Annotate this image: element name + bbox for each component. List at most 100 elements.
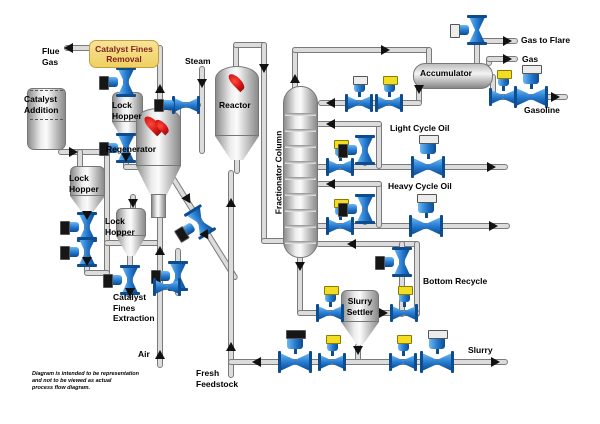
valve-flange [414, 353, 417, 371]
flow-arrow-icon [381, 45, 390, 55]
valve-body [469, 17, 485, 43]
valve-flange [409, 215, 412, 237]
flow-arrow-icon [503, 36, 512, 46]
flow-arrow-icon [121, 153, 131, 162]
valve-feed-1 [273, 330, 317, 388]
valve-stem [328, 302, 332, 307]
valve-flange [415, 304, 418, 322]
valve-flange [197, 96, 200, 114]
label-reactor: Reactor [219, 100, 251, 110]
valve-stem [529, 84, 533, 89]
flow-arrow-icon [226, 198, 236, 207]
valve-actuator-cylinder [106, 143, 118, 153]
label-catalyst-addition: Catalyst Addition [24, 94, 59, 115]
label-gas: Gas [522, 54, 539, 64]
column-overhead-h [292, 47, 432, 53]
valve-flare [450, 4, 499, 56]
valve-actuator-cap [450, 24, 460, 38]
lock-hopper-1-body [112, 92, 143, 122]
valve-actuator-cylinder [353, 83, 365, 92]
valve-actuator-cylinder [497, 77, 509, 86]
valve-flange [178, 278, 181, 296]
flow-arrow-icon [326, 179, 335, 189]
valve-actuator-cap [323, 286, 339, 295]
catalyst-fines-removal-line2: Removal [106, 54, 142, 64]
valve-body [347, 96, 371, 110]
valve-body [328, 160, 352, 174]
valve-body [280, 353, 310, 371]
label-gas-to-flare: Gas to Flare [521, 35, 571, 45]
column-tray [285, 161, 316, 164]
flow-arrow-icon [197, 79, 207, 88]
valve-actuator-cap [325, 335, 341, 344]
valve-actuator-cylinder [420, 142, 436, 154]
valve-flange [116, 133, 136, 136]
valve-actuator-cap [99, 76, 109, 90]
label-air: Air [138, 349, 150, 359]
valve-actuator-cap [396, 335, 412, 344]
valve-reflux-1 [337, 76, 381, 129]
valve-flange [545, 86, 548, 108]
catalyst-fines-removal-line1: Catalyst Fines [95, 44, 153, 54]
valve-settler-inlet [308, 286, 352, 339]
valve-flange [168, 261, 188, 264]
valve-stem [402, 302, 406, 307]
valve-reflux-2 [367, 76, 411, 129]
valve-body [320, 355, 344, 369]
valve-actuator-cap [428, 330, 448, 339]
valve-regen-diag [168, 188, 233, 255]
valve-flange [355, 221, 375, 224]
valve-flange [326, 158, 329, 176]
valve-actuator-cap [286, 330, 306, 339]
valve-steam [154, 79, 208, 131]
valve-actuator-cylinder [397, 342, 409, 351]
valve-stem [501, 86, 505, 91]
valve-body [391, 355, 415, 369]
lh2-discharge-h [84, 270, 110, 276]
valve-flange [442, 156, 445, 178]
lock-hopper-2-body [70, 166, 105, 196]
valve-actuator-cylinder [287, 337, 303, 349]
flow-arrow-icon [290, 74, 300, 83]
valve-flange [355, 162, 375, 165]
valve-stem [330, 351, 334, 356]
valve-actuator-cylinder [398, 293, 410, 302]
valve-flange [467, 42, 487, 45]
valve-flange [400, 94, 403, 112]
valve-actuator-cap [419, 135, 439, 144]
valve-stem [401, 351, 405, 356]
label-regenerator: Regenerator [106, 144, 157, 154]
valve-lh3-discharge [103, 254, 152, 306]
valve-actuator-cap [60, 221, 70, 235]
valve-body [122, 267, 138, 293]
flow-arrow-icon [259, 64, 269, 73]
valve-flange [278, 351, 281, 373]
disclaimer-line2: and not to be viewed as actual [32, 377, 112, 384]
lock-hopper-3-cone [116, 236, 146, 256]
valve-actuator-cylinder [429, 337, 445, 349]
label-lock-hopper-1: Lock Hopper [112, 100, 142, 121]
valve-body [491, 90, 515, 104]
valve-flange [116, 94, 136, 97]
flow-arrow-icon [82, 211, 92, 220]
valve-actuator-cap [60, 246, 70, 260]
tank-mid-seam [30, 119, 63, 120]
lock-hopper-3-body [116, 208, 146, 236]
valve-actuator-cap [103, 274, 113, 288]
valve-actuator-cylinder [110, 275, 122, 285]
valve-flange [420, 351, 423, 373]
valve-flange [389, 353, 392, 371]
valve-flange [351, 217, 354, 235]
regenerator-standpipe [151, 194, 166, 218]
catalyst-fines-removal-box: Catalyst Fines Removal [89, 40, 159, 68]
valve-actuator-cylinder [67, 222, 79, 232]
valve-cfr-feed [99, 56, 148, 108]
valve-flange [345, 94, 348, 112]
flow-arrow-icon [326, 119, 335, 129]
valve-flange [343, 353, 346, 371]
valve-body [357, 137, 373, 163]
valve-stem [357, 92, 361, 97]
flow-arrow-icon [489, 221, 498, 231]
flow-arrow-icon [125, 288, 135, 297]
